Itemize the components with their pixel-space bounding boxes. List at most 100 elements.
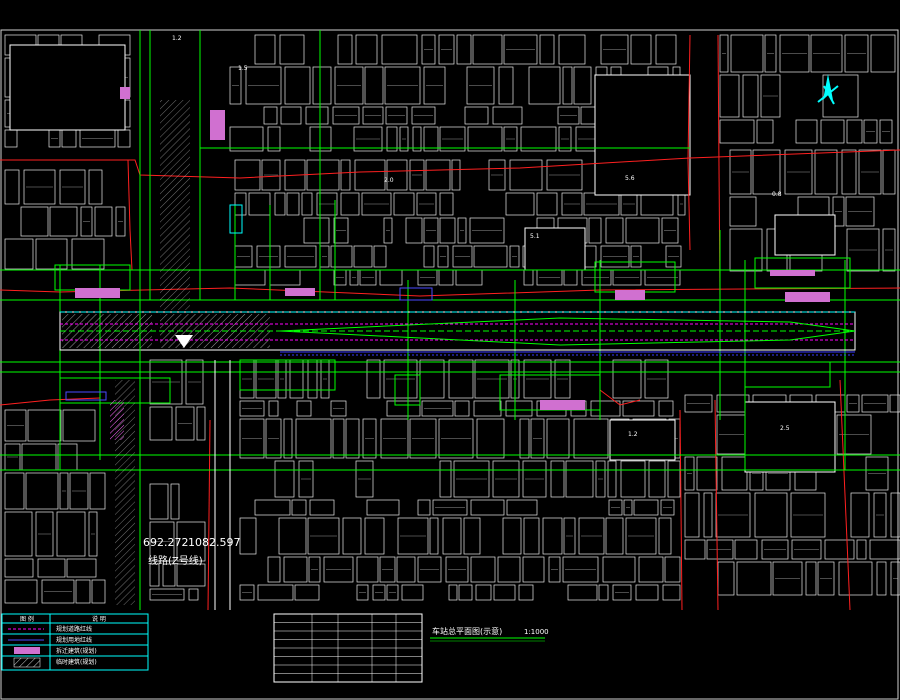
legend-row-text: 临时建筑(规划) [56, 658, 97, 666]
building-outline [719, 119, 755, 144]
building-outline [717, 561, 735, 596]
legend-row-text: 规划用地红线 [56, 636, 92, 644]
building-outline [386, 126, 398, 152]
building-outline [283, 418, 293, 459]
building-outline [476, 418, 505, 459]
building-outline [356, 584, 369, 601]
building-outline [234, 192, 247, 216]
building-outline [417, 556, 442, 583]
building-outline [438, 269, 454, 286]
legend-swatch-hatch [13, 657, 41, 668]
building-outline [865, 456, 889, 491]
building-outline [340, 192, 360, 216]
building-outline [635, 584, 659, 601]
building-outline [790, 492, 826, 538]
building-outline [846, 394, 860, 413]
building-outline [239, 418, 265, 459]
building-outline [91, 579, 106, 604]
building-outline [411, 106, 436, 125]
building-outlines [4, 34, 900, 604]
building-outline [263, 106, 278, 125]
building-outline [279, 34, 305, 65]
building-outline [356, 556, 379, 583]
building-outline [269, 269, 301, 286]
building-outline [563, 517, 576, 555]
building-outline [814, 149, 838, 195]
building-outline [309, 499, 335, 516]
building-outline [89, 472, 106, 510]
building-outline [421, 400, 454, 417]
building-outline [57, 443, 78, 471]
building-outline [772, 561, 803, 596]
building-outline [562, 66, 573, 105]
building-outline [890, 492, 900, 538]
building-outline [4, 409, 27, 442]
building-outline [844, 34, 869, 73]
building-outline [760, 74, 781, 118]
building-outline [721, 456, 748, 491]
building-outline [298, 460, 314, 498]
building-outline [429, 517, 439, 555]
building-outline [59, 472, 69, 510]
building-outline [661, 217, 679, 244]
building-outline [256, 245, 281, 268]
building-outline [598, 584, 609, 601]
building-outline [630, 34, 652, 65]
building-outline [684, 492, 700, 538]
building-outline [354, 159, 386, 191]
building-outline [383, 359, 418, 399]
building-outline [149, 359, 183, 405]
building-outline [296, 400, 312, 417]
map-tag: 1.2 [628, 431, 638, 438]
building-outline [706, 539, 734, 560]
legend-swatch-fill-magenta [14, 647, 40, 654]
building-outline [882, 228, 896, 272]
legend-header-symbol: 图 例 [20, 615, 34, 623]
building-outline [488, 159, 506, 191]
building-outline [355, 34, 378, 65]
building-outline [665, 245, 682, 268]
building-outline [35, 238, 68, 270]
building-outline [590, 400, 621, 417]
parameter-table [273, 613, 423, 683]
building-outline [80, 206, 93, 237]
building-outline [49, 206, 78, 237]
station-corridor [59, 311, 856, 356]
large-building [9, 44, 126, 131]
building-outline [4, 472, 25, 510]
building-outline [548, 556, 561, 583]
building-outline [386, 584, 399, 601]
building-outline [448, 584, 458, 601]
building-outline [506, 499, 538, 516]
building-outline [401, 584, 424, 601]
building-outline [399, 126, 409, 152]
large-building [774, 214, 836, 256]
building-outline [409, 159, 425, 191]
building-outline [588, 217, 602, 244]
large-building [594, 74, 691, 196]
building-outline [810, 34, 843, 73]
building-outline [439, 217, 456, 244]
building-outline [498, 66, 514, 105]
building-outline [384, 66, 421, 105]
title-block: 车站总平面图(示意) 1:1000 [430, 626, 549, 642]
building-outline [438, 418, 474, 459]
building-outline [473, 400, 502, 417]
map-tag: 1.2 [172, 35, 182, 42]
building-outline [289, 359, 304, 399]
building-outline [88, 169, 103, 205]
building-outline [889, 394, 900, 413]
building-outline [383, 217, 393, 244]
building-outline [453, 460, 490, 498]
building-outline [890, 561, 900, 596]
building-outline [234, 269, 266, 286]
building-outline [474, 359, 510, 399]
building-outline [457, 217, 467, 244]
building-outline [59, 169, 86, 205]
building-outline [523, 517, 540, 555]
building-outline [822, 74, 859, 118]
building-outline [696, 456, 718, 491]
building-outline [729, 149, 752, 195]
building-outline [493, 584, 516, 601]
